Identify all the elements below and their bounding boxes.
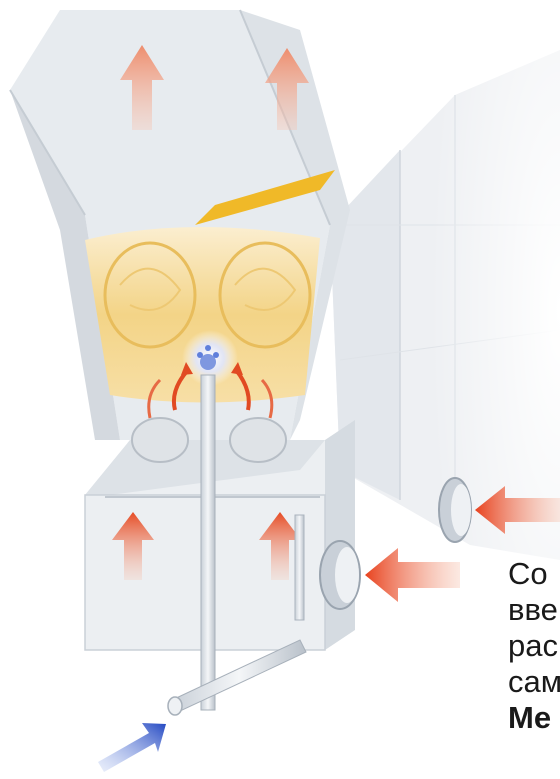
air-inlet-lower [320, 541, 360, 609]
caption-text: Со вве рас сам Ме [508, 556, 560, 736]
caption-line-2: вве [508, 592, 560, 628]
caption-line-5: Ме [508, 700, 560, 736]
caption-line-1: Со [508, 556, 560, 592]
fuel-inlet-arrow [98, 723, 166, 772]
windbox-pipe [295, 515, 304, 620]
caption-line-4: сам [508, 664, 560, 700]
caption-line-3: рас [508, 628, 560, 664]
air-inlet-upper [439, 478, 471, 542]
